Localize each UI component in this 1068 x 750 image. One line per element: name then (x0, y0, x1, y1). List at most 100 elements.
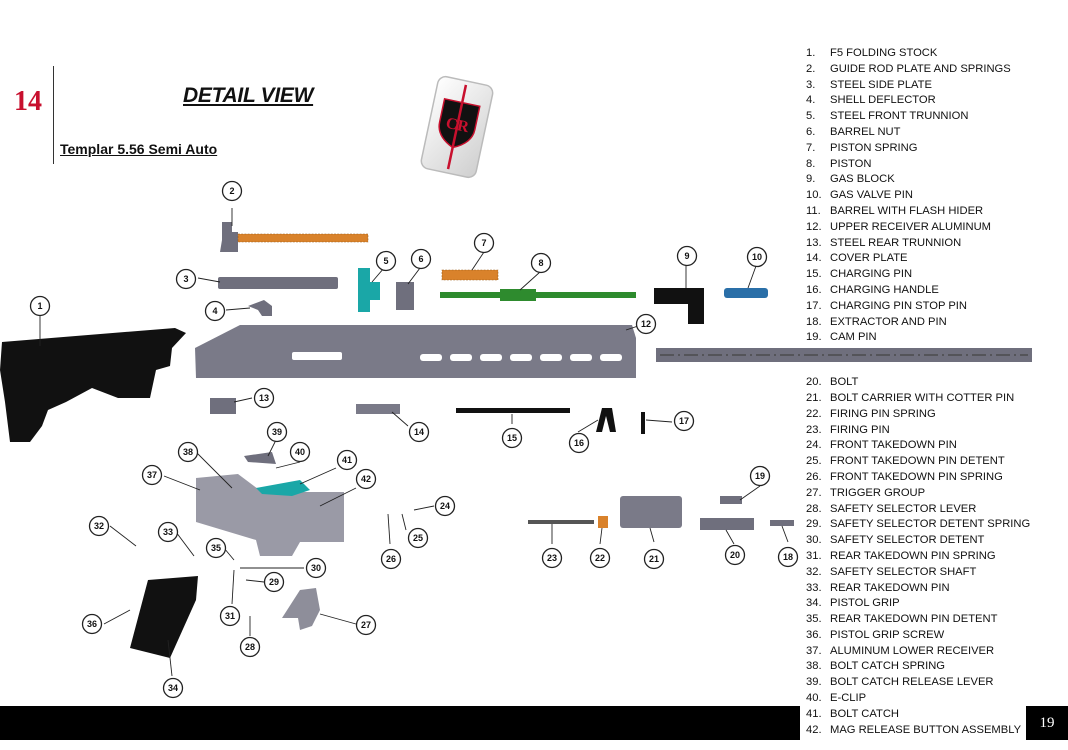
callout-34: 34 (162, 677, 184, 699)
part-number: 16. (806, 283, 822, 296)
part-number: 7. (806, 141, 816, 154)
callout-label: 19 (755, 471, 765, 481)
part-release-lever (244, 452, 276, 464)
part-name: BOLT CATCH SPRING (830, 660, 945, 673)
callout-label: 39 (272, 427, 282, 437)
part-name: FRONT TAKEDOWN PIN DETENT (830, 455, 1005, 468)
callout-29: 29 (263, 571, 285, 593)
callout-label: 21 (649, 554, 659, 564)
part-number: 36. (806, 628, 822, 641)
part-name: REAR TAKEDOWN PIN (830, 581, 950, 594)
part-gas-block (654, 288, 704, 324)
part-name: GAS VALVE PIN (830, 189, 913, 202)
part-number: 6. (806, 125, 816, 138)
callout-8: 8 (530, 252, 552, 274)
part-number: 18. (806, 315, 822, 328)
callout-label: 32 (94, 521, 104, 531)
parts-list-item: 12.UPPER RECEIVER ALUMINUM (806, 220, 1030, 236)
callout-label: 36 (87, 619, 97, 629)
parts-drawing (0, 222, 1032, 658)
leader-lines (39, 208, 789, 677)
callout-20: 20 (724, 544, 746, 566)
callout-3: 3 (175, 268, 197, 290)
part-name: STEEL SIDE PLATE (830, 78, 932, 91)
part-pistol-grip (130, 576, 198, 658)
part-number: 32. (806, 565, 822, 578)
parts-list-item: 23.FIRING PIN (806, 423, 1030, 439)
part-firing-pin (528, 520, 594, 524)
part-piston (440, 292, 636, 298)
part-name: CHARGING PIN STOP PIN (830, 299, 967, 312)
callout-31: 31 (219, 605, 241, 627)
callout-41: 41 (336, 449, 358, 471)
part-name: FIRING PIN SPRING (830, 407, 936, 420)
brand-logo: CR (420, 75, 494, 179)
callout-label: 20 (730, 550, 740, 560)
parts-list-item: 22.FIRING PIN SPRING (806, 407, 1030, 423)
part-number: 40. (806, 692, 822, 705)
part-number: 5. (806, 110, 816, 123)
page-title: DETAIL VIEW (183, 84, 314, 107)
parts-list-item: 27.TRIGGER GROUP (806, 486, 1030, 502)
part-front-trunnion (358, 268, 370, 312)
parts-list-item: 17. CHARGING PIN STOP PIN (806, 299, 1030, 315)
part-name: REAR TAKEDOWN PIN DETENT (830, 613, 998, 626)
callout-label: 41 (342, 455, 352, 465)
part-name: BARREL NUT (830, 125, 901, 138)
part-name: PISTOL GRIP SCREW (830, 628, 945, 641)
part-bolt-carrier (620, 496, 682, 528)
footer-bar (0, 706, 800, 740)
parts-list-item: 3.STEEL SIDE PLATE (806, 78, 1030, 94)
part-name: STEEL REAR TRUNNION (830, 236, 962, 249)
part-name: CAM PIN (830, 331, 877, 344)
parts-list-item: 34.PISTOL GRIP (806, 596, 1030, 612)
callout-42: 42 (355, 468, 377, 490)
callout-40: 40 (289, 441, 311, 463)
callout-label: 1 (37, 301, 42, 311)
part-name: GUIDE ROD PLATE AND SPRINGS (830, 62, 1011, 75)
callout-22: 22 (589, 547, 611, 569)
callout-39: 39 (266, 421, 288, 443)
part-gas-valve-pin (724, 288, 768, 298)
callout-37: 37 (141, 464, 163, 486)
callout-7: 7 (473, 232, 495, 254)
parts-list-item: 38. BOLT CATCH SPRING (806, 659, 1030, 675)
part-name: TRIGGER GROUP (830, 486, 926, 499)
callout-25: 25 (407, 527, 429, 549)
parts-list-item: 6. BARREL NUT (806, 125, 1030, 141)
callout-label: 33 (163, 527, 173, 537)
part-number: 23. (806, 423, 822, 436)
part-number: 38. (806, 660, 822, 673)
callout-6: 6 (410, 248, 432, 270)
callout-label: 16 (574, 438, 584, 448)
parts-list-item: 41.BOLT CATCH (806, 707, 1030, 723)
part-bolt (700, 518, 754, 530)
callout-label: 38 (183, 447, 193, 457)
parts-list-item: 39.BOLT CATCH RELEASE LEVER (806, 675, 1030, 691)
parts-list-item: 20.BOLT (806, 375, 1030, 391)
exploded-diagram: 1234567891012131415161718192021222324252… (0, 180, 1032, 699)
part-springs (237, 233, 369, 243)
parts-list-item: 4.SHELL DEFLECTOR (806, 93, 1030, 109)
parts-list-item: 5.STEEL FRONT TRUNNION (806, 109, 1030, 125)
callout-14: 14 (408, 421, 430, 443)
part-firing-pin-spring (598, 516, 608, 528)
parts-list-item: 26. FRONT TAKEDOWN PIN SPRING (806, 470, 1030, 486)
part-number: 26. (806, 470, 822, 483)
callout-label: 4 (212, 306, 217, 316)
parts-list-item: 32.SAFETY SELECTOR SHAFT (806, 565, 1030, 581)
part-folding-stock (0, 328, 186, 442)
part-name: FRONT TAKEDOWN PIN SPRING (830, 470, 1003, 483)
parts-list-item: 10.GAS VALVE PIN (806, 188, 1030, 204)
part-name: BOLT CATCH RELEASE LEVER (830, 676, 994, 689)
part-name: SAFETY SELECTOR DETENT SPRING (830, 518, 1031, 531)
parts-list-item: 16.CHARGING HANDLE (806, 283, 1030, 299)
callout-label: 22 (595, 553, 605, 563)
callout-label: 24 (440, 501, 450, 511)
callout-label: 14 (414, 427, 424, 437)
part-number: 28. (806, 502, 822, 515)
part-number: 17. (806, 299, 822, 312)
parts-list-item: 30.SAFETY SELECTOR DETENT (806, 533, 1030, 549)
